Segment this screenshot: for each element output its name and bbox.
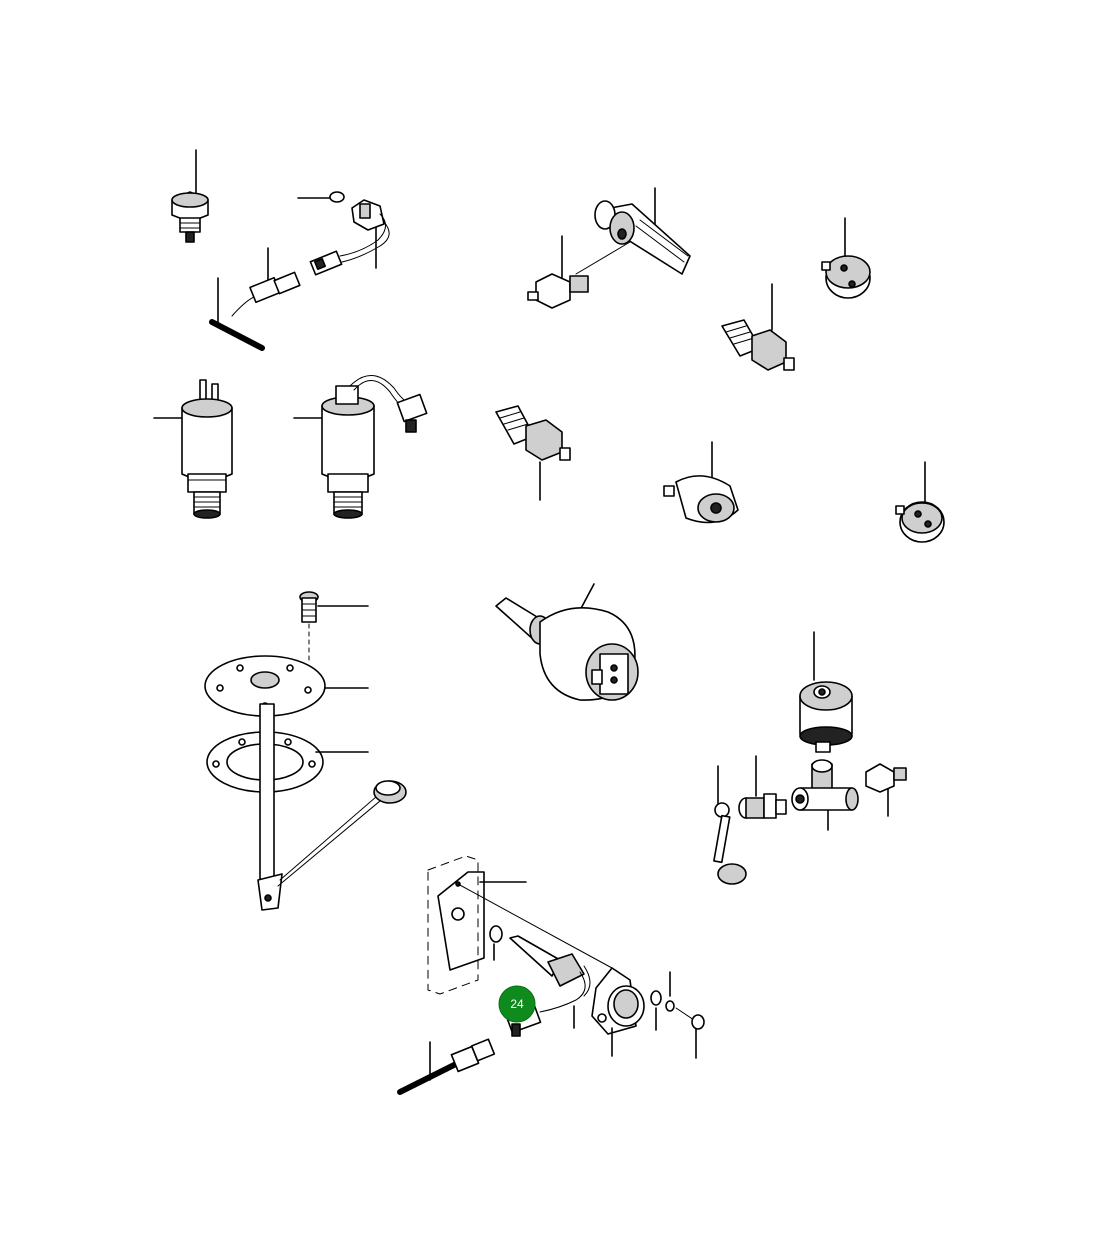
oil-pressure-sender-can[interactable]: [799, 631, 853, 753]
harness-connector-bottom[interactable]: [397, 1038, 496, 1095]
round-sender-mid[interactable]: [663, 441, 739, 524]
washer-bottom[interactable]: [650, 990, 662, 1031]
sensor-with-wire-top[interactable]: [309, 199, 390, 276]
pressure-switch-small[interactable]: [865, 763, 907, 817]
harness-connector-top[interactable]: [209, 247, 301, 351]
bolt-bottom[interactable]: [675, 1007, 705, 1059]
pressure-switch-cylinder-connector[interactable]: [293, 375, 428, 519]
pressure-sensor-large[interactable]: [495, 583, 639, 701]
fuel-level-sender-arm[interactable]: [257, 703, 407, 911]
callout-24[interactable]: 24: [498, 985, 536, 1023]
adaptor-plug[interactable]: [738, 755, 787, 819]
round-switch-right[interactable]: [895, 461, 945, 543]
temperature-sender-mid[interactable]: [721, 283, 795, 371]
tee-fitting[interactable]: [791, 759, 859, 831]
spring-washer-bottom[interactable]: [665, 971, 675, 1012]
callout-24-circle[interactable]: [498, 985, 536, 1023]
bracket-clamp[interactable]: [591, 967, 645, 1057]
round-switch-top-right[interactable]: [821, 217, 871, 299]
pressure-switch-hex-top-left[interactable]: [171, 149, 209, 243]
link-rod[interactable]: [713, 765, 747, 885]
temperature-sender-banjo[interactable]: [527, 187, 691, 309]
pressure-switch-cylinder-left[interactable]: [153, 379, 233, 519]
o-ring-small-top[interactable]: [297, 191, 345, 203]
mounting-bracket[interactable]: [427, 855, 613, 995]
o-ring-bottom[interactable]: [489, 925, 503, 961]
sender-cover-plate[interactable]: [204, 655, 369, 717]
screw[interactable]: [299, 591, 369, 665]
gasket-ring[interactable]: [206, 731, 369, 793]
temperature-sender-center[interactable]: [495, 405, 571, 501]
